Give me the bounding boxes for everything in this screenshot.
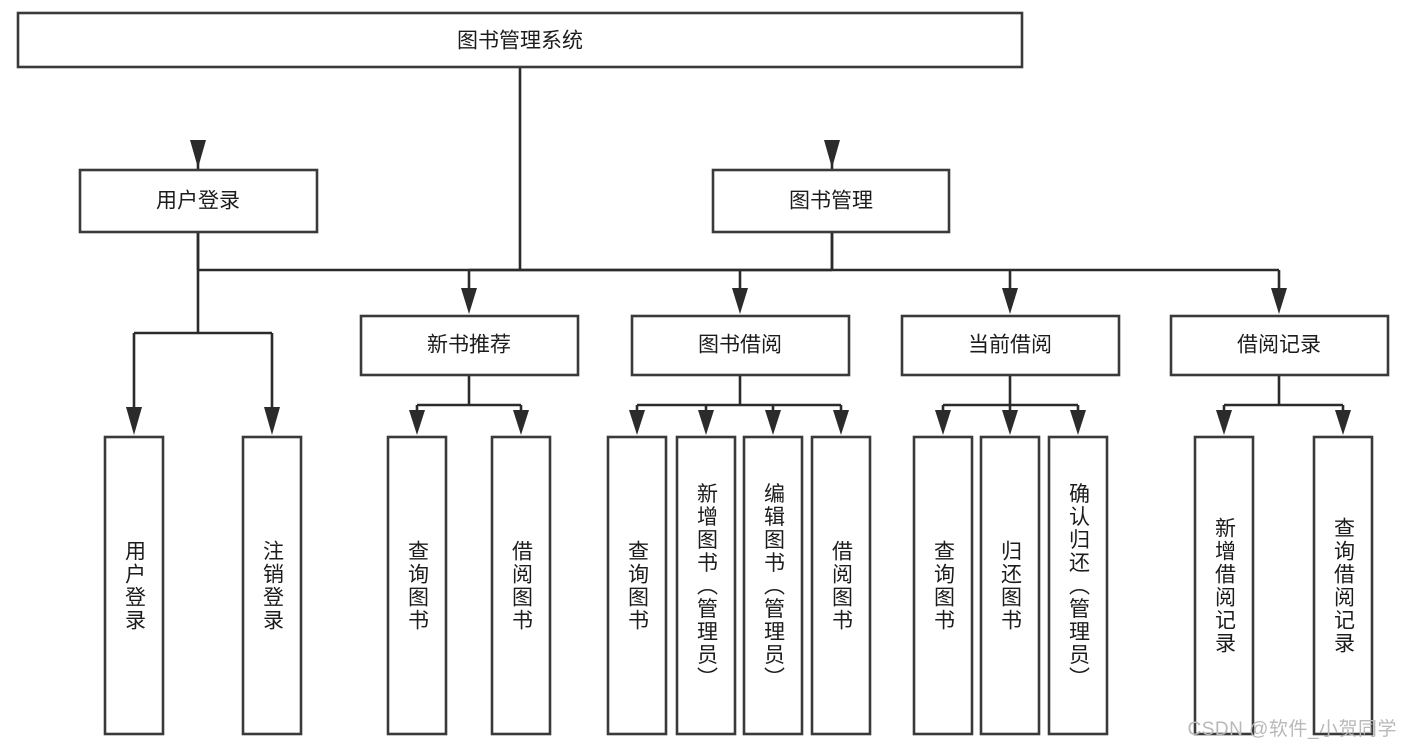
leaf-borrow-edit-book[interactable]: 编辑图书（管理员） [742,435,804,736]
node-current-borrow[interactable]: 当前借阅 [900,314,1121,377]
leaf-current-query-book[interactable]: 查询图书 [912,435,974,736]
node-book-borrow-label: 图书借阅 [698,334,782,357]
leaf-record-query-box [1312,435,1374,736]
leaf-record-query-label: 查询借阅记录 [1332,517,1356,655]
leaf-current-return-book-box [979,435,1041,736]
arrow-to-userlogin [190,140,206,168]
leaf-borrow-add-book-label: 新增图书（管理员） [695,483,719,690]
node-book-management[interactable]: 图书管理 [711,168,951,234]
leaf-current-query-book-label: 查询图书 [932,540,956,632]
leaf-user-login-logout-box [241,435,303,736]
leaf-borrow-add-book-box [675,435,737,736]
node-borrow-record-label: 借阅记录 [1237,334,1321,357]
leaf-borrow-edit-book-box [742,435,804,736]
node-book-borrow-box [630,314,851,377]
arrow-to-bookmgmt [824,140,840,168]
connector-layer [126,67,1351,435]
node-root-system[interactable]: 图书管理系统 [16,11,1024,69]
node-root-system-label: 图书管理系统 [457,30,583,53]
leaf-user-login-signin-label: 用户登录 [123,540,147,632]
arrow-leaf-query-book-1 [409,410,425,435]
node-user-login-box [78,168,319,234]
node-user-login-label: 用户登录 [156,190,240,213]
leaf-user-login-signin-box [103,435,165,736]
leaf-new-book-borrow-box [490,435,552,736]
arrow-to-currentborrow [1002,288,1018,314]
leaf-current-return-book-label: 归还图书 [999,540,1023,632]
arrow-leaf-query-book-2 [629,410,645,435]
node-user-login[interactable]: 用户登录 [78,168,319,234]
leaf-borrow-borrow-book-label: 借阅图书 [830,540,854,632]
arrow-leaf-confirm-return [1070,410,1086,435]
arrow-leaf-user-login [126,407,142,435]
leaf-borrow-query-book[interactable]: 查询图书 [606,435,668,736]
node-new-book-recommend-box [359,314,580,377]
leaf-borrow-query-book-box [606,435,668,736]
node-borrow-record-box [1169,314,1390,377]
leaf-new-book-query-box [386,435,448,736]
arrow-to-newbook [461,288,477,314]
csdn-watermark: CSDN @软件_小贺同学 [1187,719,1397,740]
node-root-system-box [16,11,1024,69]
node-new-book-recommend-label: 新书推荐 [427,334,511,357]
leaf-record-add-label: 新增借阅记录 [1213,517,1237,655]
leaf-borrow-add-book[interactable]: 新增图书（管理员） [675,435,737,736]
arrow-leaf-add-book [698,410,714,435]
arrow-leaf-return-book [1002,410,1018,435]
leaf-new-book-query[interactable]: 查询图书 [386,435,448,736]
node-book-management-label: 图书管理 [789,190,873,213]
leaf-current-confirm-return-label: 确认归还（管理员） [1067,483,1091,690]
arrow-leaf-borrow-book-1 [513,410,529,435]
leaf-user-login-signin[interactable]: 用户登录 [103,435,165,736]
leaf-borrow-borrow-book[interactable]: 借阅图书 [810,435,872,736]
arrow-leaf-query-book-3 [935,410,951,435]
leaf-current-return-book[interactable]: 归还图书 [979,435,1041,736]
leaf-current-confirm-return-box [1047,435,1109,736]
arrow-leaf-borrow-book-2 [833,410,849,435]
node-current-borrow-label: 当前借阅 [968,334,1052,357]
node-borrow-record[interactable]: 借阅记录 [1169,314,1390,377]
arrow-leaf-query-record [1335,410,1351,435]
leaf-borrow-query-book-label: 查询图书 [626,540,650,632]
leaf-borrow-edit-book-label: 编辑图书（管理员） [762,483,786,690]
arrow-to-borrowrecord [1271,288,1287,314]
leaf-new-book-borrow-label: 借阅图书 [510,540,534,632]
leaf-new-book-query-label: 查询图书 [406,540,430,632]
leaf-current-confirm-return[interactable]: 确认归还（管理员） [1047,435,1109,736]
leaf-borrow-borrow-book-box [810,435,872,736]
leaf-user-login-logout[interactable]: 注销登录 [241,435,303,736]
node-new-book-recommend[interactable]: 新书推荐 [359,314,580,377]
arrow-leaf-add-record [1216,410,1232,435]
arrow-leaf-logout [264,407,280,435]
leaf-current-query-book-box [912,435,974,736]
leaf-new-book-borrow[interactable]: 借阅图书 [490,435,552,736]
leaf-user-login-logout-label: 注销登录 [261,540,285,632]
node-book-management-box [711,168,951,234]
leaf-record-query[interactable]: 查询借阅记录 [1312,435,1374,736]
arrow-leaf-edit-book [765,410,781,435]
arrow-to-bookborrow [732,288,748,314]
leaf-record-add-box [1193,435,1255,736]
node-book-borrow[interactable]: 图书借阅 [630,314,851,377]
node-current-borrow-box [900,314,1121,377]
leaf-record-add[interactable]: 新增借阅记录 [1193,435,1255,736]
